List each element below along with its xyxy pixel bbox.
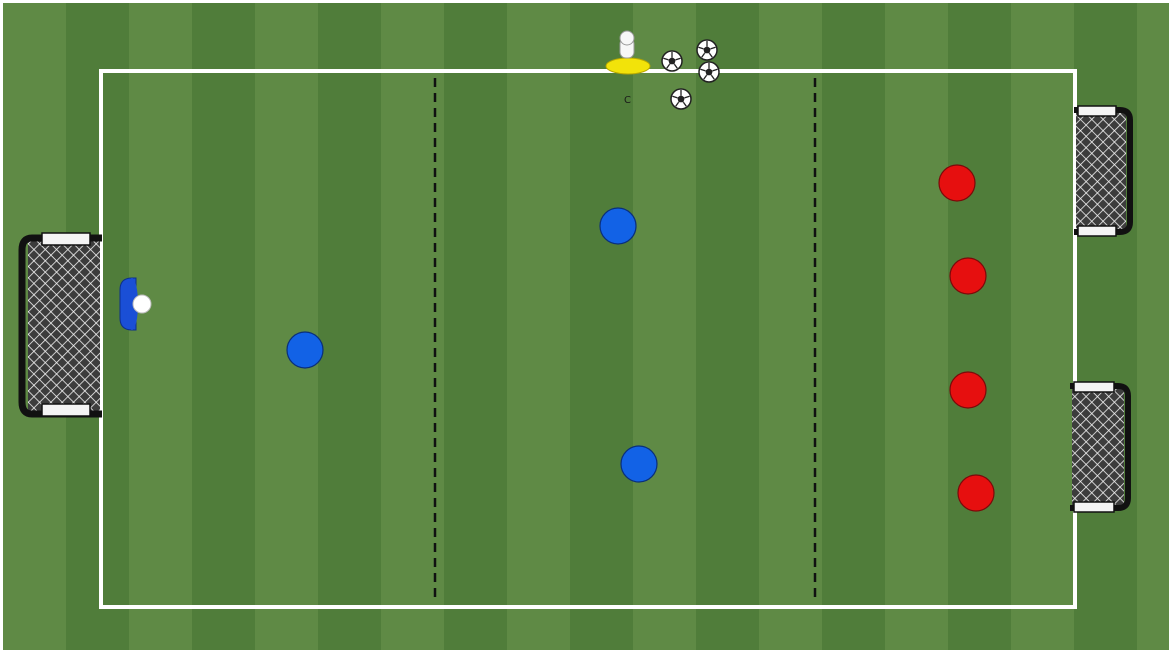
ball-icon (662, 51, 682, 71)
ball-icon (671, 89, 691, 109)
red-player (939, 165, 975, 201)
grass-stripe (192, 3, 255, 650)
grass-stripe (822, 3, 885, 650)
ball-icon (699, 62, 719, 82)
large-goal-left (22, 233, 102, 416)
grass-stripe (318, 3, 381, 650)
blue-player (287, 332, 323, 368)
blue-player (600, 208, 636, 244)
red-player (958, 475, 994, 511)
small-goal-top-right (1074, 106, 1130, 236)
grass-stripe (696, 3, 759, 650)
blue-player (621, 446, 657, 482)
grass-stripe (948, 3, 1011, 650)
grass-stripe (1074, 3, 1137, 650)
grass-stripes (66, 3, 1137, 650)
ball-icon (697, 40, 717, 60)
red-player (950, 258, 986, 294)
grass-stripe (444, 3, 507, 650)
red-player (950, 372, 986, 408)
coach-label: C (624, 95, 631, 106)
small-goal-bottom-right (1070, 382, 1128, 512)
